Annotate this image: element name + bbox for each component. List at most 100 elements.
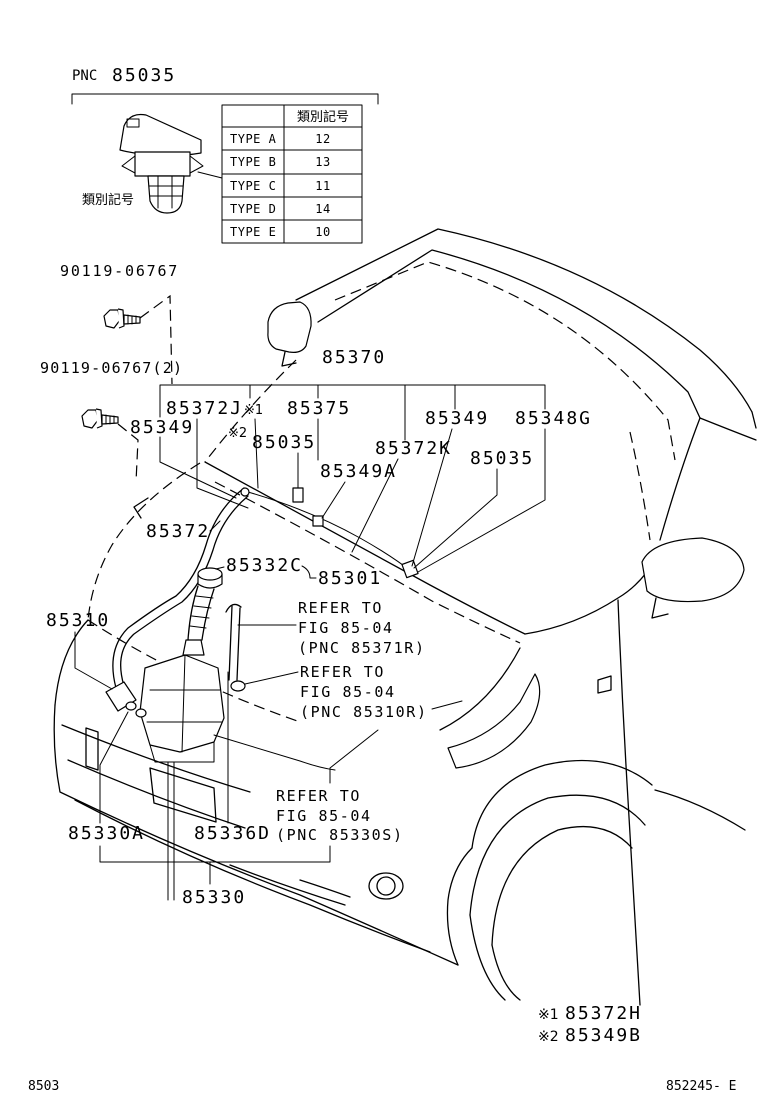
filler-hose (187, 585, 215, 641)
callout-85349-right: 85349 (425, 408, 489, 429)
type-table-type: TYPE E (230, 225, 276, 239)
leader-85372J (196, 418, 249, 509)
type-table-type: TYPE D (230, 202, 276, 216)
side-marker (597, 675, 612, 694)
leader-refer-85330S (329, 729, 379, 784)
hose-85372-edge-b (120, 495, 249, 687)
callout-90119-06767-qty: 90119-06767(2) (40, 359, 183, 377)
pnc-prefix: PNC (72, 68, 97, 84)
bolt-thread (105, 414, 115, 425)
grille-side-opening (85, 727, 99, 771)
callouts: 90119-06767 90119-06767(2) 85370 85372J … (40, 262, 592, 908)
footer-page-code: 8503 (28, 1079, 59, 1094)
leader-refer-85310R-right (431, 700, 463, 710)
bolt-single-leader (139, 294, 173, 385)
callout-85035-mid: 85035 (252, 432, 316, 453)
grommet (230, 680, 246, 692)
callout-85301: 85301 (318, 568, 382, 589)
washer-tank-base (149, 741, 215, 763)
seal-85330A-2 (135, 708, 147, 718)
right-mirror (641, 537, 745, 603)
hose-joint (240, 487, 250, 497)
leader-refer-85310R-left (244, 671, 299, 685)
callout-90119-06767: 90119-06767 (60, 262, 179, 280)
bolt-pair-leader (117, 423, 139, 483)
windshield-header (317, 249, 701, 419)
washer-tank-strap (167, 761, 175, 901)
type-table-code: 12 (315, 132, 330, 146)
leader-85348G (417, 428, 546, 573)
right-door-front-line (617, 599, 641, 1006)
type-table-code: 11 (315, 179, 330, 193)
callout-85372K: 85372K (375, 438, 452, 459)
windshield-glass-edge (334, 261, 676, 461)
fog-light-bezel (368, 872, 404, 900)
bolt-90119-pair (81, 408, 119, 429)
hose-85372-edge-a (112, 487, 245, 689)
leader-85349-left (159, 436, 237, 499)
bracket-85330 (99, 845, 331, 885)
cowl-hose (247, 491, 413, 573)
tire-inner (491, 825, 633, 946)
leader-mark-1 (254, 418, 259, 489)
refer-note-85310R: REFER TO FIG 85-04 (PNC 85310R) (300, 663, 426, 721)
nozzle-to-table-leader (197, 171, 223, 179)
tire-bottom (469, 914, 521, 1001)
right-fender-top (524, 559, 656, 635)
lower-intake (229, 864, 351, 906)
hood-left-edge (87, 462, 201, 621)
callout-85035-right: 85035 (470, 448, 534, 469)
pnc-detail: PNC 85035 類別記号 類別記号 TYPE A 12 TYPE B 13 … (71, 65, 379, 244)
nozzle-tip (126, 118, 140, 128)
bolt-head (103, 309, 121, 329)
callout-85332C: 85332C (226, 555, 303, 576)
pnc-bracket (71, 93, 379, 105)
bolt-thread (127, 314, 137, 325)
leader-85301 (301, 565, 317, 579)
refer-line: REFER TO (298, 599, 383, 617)
right-headlight (447, 673, 541, 769)
refer-line: REFER TO (276, 787, 361, 805)
type-table-code: 13 (315, 155, 330, 169)
nozzle-body (134, 151, 191, 177)
roof-line (295, 228, 753, 413)
bolt-flange (117, 308, 125, 329)
refer-line: FIG 85-04 (298, 619, 394, 637)
callout-85348G: 85348G (515, 408, 592, 429)
refer-line: (PNC 85371R) (298, 639, 426, 657)
bumper-right-corner (446, 847, 473, 966)
callout-mark-2: ※2 (228, 426, 247, 441)
nozzle-stem-ridges (148, 175, 184, 209)
type-table-code: 14 (315, 202, 330, 216)
callout-85375: 85375 (287, 398, 351, 419)
nozzle-stem (147, 175, 185, 214)
refer-note-85371R: REFER TO FIG 85-04 (PNC 85371R) (298, 599, 426, 657)
refer-line: FIG 85-04 (300, 683, 396, 701)
filler-neck (182, 639, 205, 656)
washer-nozzle-illustration (119, 113, 223, 214)
pipe-85301 (225, 603, 242, 681)
bolt-90119-single (103, 308, 141, 329)
left-a-pillar (204, 359, 297, 463)
callout-85336D: 85336D (194, 823, 271, 844)
right-body-edge (751, 411, 757, 429)
hood-front-edge-left (87, 619, 301, 723)
leader-85349A (321, 481, 346, 519)
grille-lower-bar (67, 759, 246, 829)
refer-note-85330S: REFER TO FIG 85-04 (PNC 85330S) (276, 787, 402, 844)
bumper-outer (53, 704, 459, 966)
type-table-type: TYPE C (230, 179, 276, 193)
nozzle-type-label: 類別記号 (82, 192, 134, 208)
nozzle-85035-mid (292, 487, 304, 503)
type-table: 類別記号 TYPE A 12 TYPE B 13 TYPE C 11 TYPE … (221, 104, 363, 244)
right-a-pillar (659, 417, 701, 541)
right-mirror-stem (651, 597, 669, 619)
callout-85372: 85372 (146, 521, 210, 542)
pnc-number: 85035 (112, 65, 176, 86)
type-table-code: 10 (315, 225, 330, 239)
callout-85372J: 85372J (166, 398, 243, 419)
right-side-hidden-line (629, 431, 651, 541)
leader-lines (74, 384, 546, 885)
fog-light (376, 876, 396, 896)
